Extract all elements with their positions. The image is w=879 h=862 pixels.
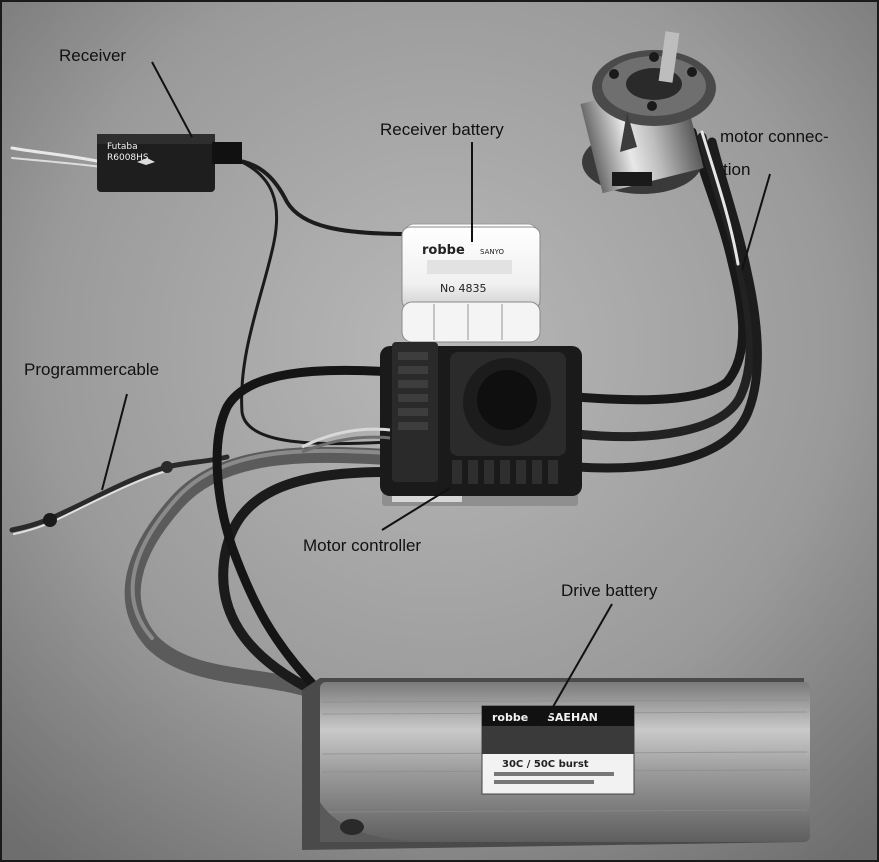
receiver-signal-cable: [240, 160, 391, 446]
motor-controller-callout-line: [381, 487, 451, 531]
drive-battery-lead-highlight: [130, 448, 389, 640]
motor-connection-callout-line: [741, 173, 771, 271]
svg-text:SANYO: SANYO: [480, 248, 504, 256]
drive-battery-label: Drive battery: [561, 581, 658, 600]
receiver-callout-line: [151, 61, 193, 138]
receiver-label: Receiver: [59, 46, 127, 65]
receiver-battery-cable: [231, 158, 408, 236]
callout-lines: [101, 61, 771, 727]
svg-text:Futaba: Futaba: [107, 142, 138, 152]
motor-connection-label-line2: tion: [723, 160, 751, 179]
receiver-device: Futaba R6008HS: [97, 134, 242, 192]
programmer-cable-label: Programmercable: [24, 360, 160, 379]
programmer-cable: [9, 454, 230, 535]
drive-battery-lead-black: [218, 467, 392, 695]
programmer-cable-callout-line: [101, 393, 128, 491]
brushless-motor: [580, 31, 716, 194]
receiver-antenna-wires: [10, 146, 104, 168]
drive-battery-callout-line: [541, 603, 613, 727]
svg-text:SAEHAN: SAEHAN: [547, 711, 598, 724]
svg-text:robbe: robbe: [492, 711, 528, 724]
motor-connection-label-line1: motor connec-: [720, 127, 829, 146]
controller-loop-cable: [212, 365, 397, 697]
motor-wires: [572, 127, 762, 473]
svg-text:R6008HS: R6008HS: [107, 153, 149, 163]
receiver-battery-label: Receiver battery: [380, 120, 504, 139]
motor-controller-label: Motor controller: [303, 536, 422, 555]
receiver-battery-pack: robbe SANYO No 4835: [401, 223, 541, 343]
svg-text:30C / 50C burst: 30C / 50C burst: [502, 759, 589, 770]
motor-controller-device: [301, 342, 582, 506]
svg-text:robbe: robbe: [422, 243, 465, 258]
drive-battery-pack: robbe SAEHAN 30C / 50C burst: [302, 678, 810, 850]
svg-text:No 4835: No 4835: [440, 282, 486, 295]
